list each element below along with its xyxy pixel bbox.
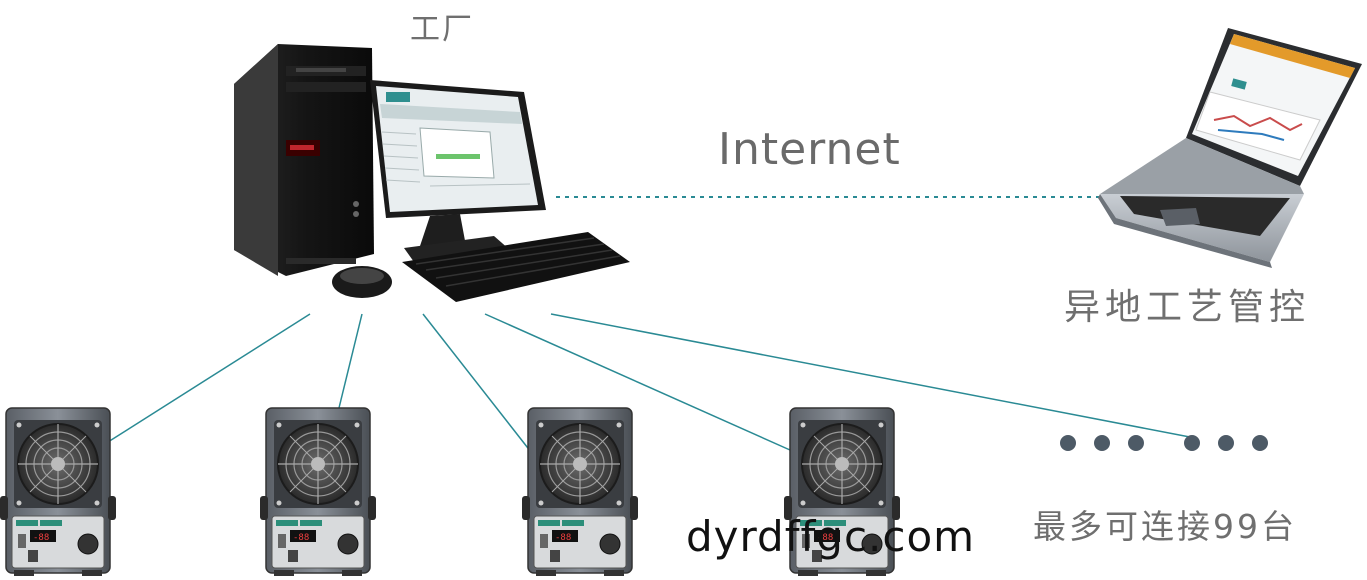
ionizer-fan-icon-2 — [259, 407, 377, 577]
more-units-dots — [1060, 435, 1268, 451]
device-links — [107, 313, 1196, 453]
factory-label: 工厂 — [410, 12, 474, 47]
link-line-2 — [337, 313, 363, 413]
remote-control-label: 异地工艺管控 — [1064, 287, 1311, 328]
ionizer-fan-icon-1 — [0, 407, 117, 577]
link-line-4 — [484, 313, 791, 451]
internet-label: Internet — [718, 124, 901, 175]
ionizer-fan-icon-3 — [521, 407, 639, 577]
max-units-label: 最多可连接99台 — [1033, 507, 1297, 546]
desktop-computer-icon — [234, 44, 630, 302]
link-line-5 — [550, 313, 1196, 439]
link-line-1 — [107, 313, 311, 443]
laptop-icon — [1098, 28, 1362, 268]
link-line-3 — [422, 313, 532, 453]
watermark-text: dyrdffgc.com — [686, 512, 976, 561]
